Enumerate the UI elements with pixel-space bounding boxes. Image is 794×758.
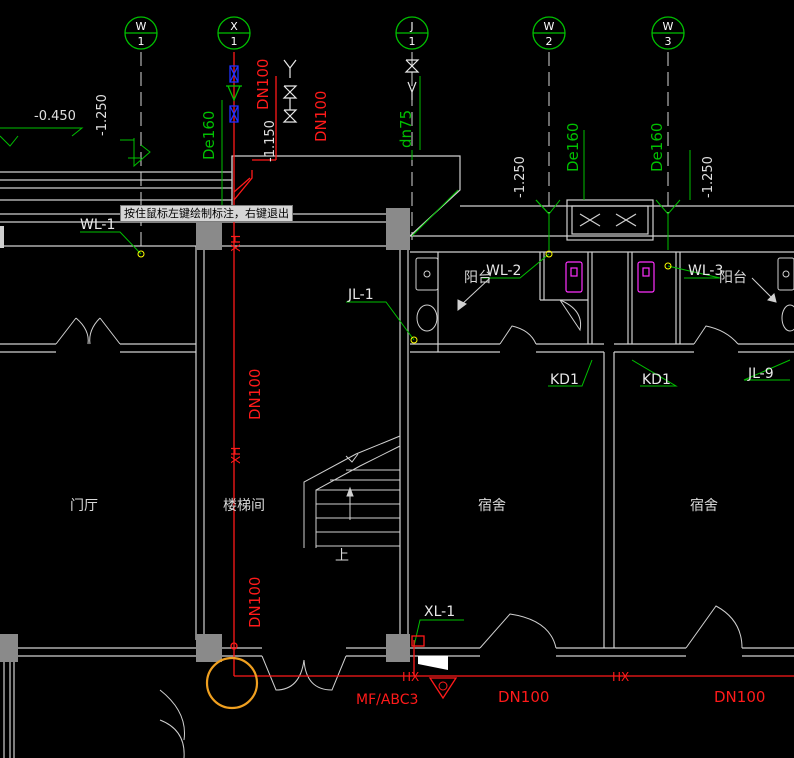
door-lobby-right <box>89 317 121 345</box>
label-elev-0450: -0.450 <box>34 109 76 124</box>
stair <box>303 435 401 548</box>
fire-extinguisher-symbol[interactable] <box>418 656 458 700</box>
label-elev-w2: -1.250 <box>513 156 528 198</box>
toilet-2 <box>637 261 655 293</box>
tag-wl3[interactable]: WL-3 <box>688 263 723 279</box>
axis-j1-top: J <box>409 20 413 33</box>
green-pipe-labels: De160 dn75 De160 De160 <box>200 110 666 172</box>
door-wc1 <box>559 299 582 332</box>
command-tooltip: 按住鼠标左键绘制标注，右键退出 <box>120 205 293 222</box>
basin-fixtures <box>415 257 794 332</box>
door-stair-right <box>303 655 347 691</box>
tag-jl1[interactable]: JL-1 <box>347 287 374 303</box>
axis-w2-bottom: 2 <box>546 35 553 48</box>
valve-symbols-white <box>282 59 420 123</box>
room-names: 门厅 楼梯间 宿舍 宿舍 阳台 阳台 上 <box>70 270 747 564</box>
axis-w3-top: W <box>663 20 674 33</box>
valve-x1-lower[interactable] <box>229 105 239 123</box>
axis-bubbles <box>124 16 685 50</box>
label-dn100-r1: DN100 <box>254 59 272 110</box>
stair-up-mark: 上 <box>335 548 349 564</box>
door-lobby-left <box>55 317 89 345</box>
axis-bubble-x1[interactable] <box>217 16 251 50</box>
label-elev-w1: -1.250 <box>95 94 110 136</box>
axis-x1-bottom: 1 <box>231 35 238 48</box>
axis-j1-bottom: 1 <box>409 35 416 48</box>
room-balcony-1: 阳台 <box>464 270 492 286</box>
label-elev-1150: -1.150 <box>263 120 278 162</box>
axis-bubble-j1[interactable] <box>395 16 429 50</box>
riser-tags: WL-1 WL-2 WL-3 JL-1 JL-9 KD1 KD1 XL-1 <box>80 217 774 620</box>
room-dorm-1: 宿舍 <box>478 497 506 514</box>
room-balcony-2: 阳台 <box>719 270 747 286</box>
label-xh-2: XH <box>229 447 243 464</box>
label-dn100-h2: DN100 <box>714 688 765 706</box>
label-dn75: dn75 <box>397 110 415 148</box>
tag-xl1[interactable]: XL-1 <box>424 604 455 620</box>
room-lobby: 门厅 <box>70 498 98 514</box>
elevation-labels: -1.250 -0.450 -1.150 -1.250 -1.250 <box>34 94 716 198</box>
axis-x1-top: X <box>230 20 238 33</box>
label-de160-w3: De160 <box>648 123 666 172</box>
label-dn100-v2: DN100 <box>246 577 264 628</box>
red-pipe-labels: DN100 DN100 DN100 DN100 DN100 DN100 MF/A… <box>246 59 765 708</box>
axis-bubble-w3[interactable] <box>651 16 685 50</box>
pipe-type-marks: XH XH HX HX <box>229 235 629 684</box>
wl1-riser[interactable] <box>137 250 145 258</box>
drain-arrows <box>457 277 777 311</box>
fire-pipes <box>230 52 794 677</box>
label-de160-w2: De160 <box>564 123 582 172</box>
wl2-riser[interactable] <box>545 250 553 258</box>
sanitary-fixtures <box>565 261 655 293</box>
valve-group-x1 <box>229 65 239 123</box>
highlight-circle[interactable] <box>205 656 259 710</box>
label-hx-1: HX <box>402 670 419 684</box>
label-hx-2: HX <box>612 670 629 684</box>
label-elev-w3: -1.250 <box>701 156 716 198</box>
door-bath1 <box>499 325 537 345</box>
doors <box>55 299 743 758</box>
axis-w1-top: W <box>136 20 147 33</box>
label-xh-1: XH <box>229 235 243 252</box>
axis-w3-bottom: 3 <box>665 35 672 48</box>
tag-wl1[interactable]: WL-1 <box>80 217 115 233</box>
green-leaders <box>0 76 791 647</box>
axis-w1-bottom: 1 <box>138 35 145 48</box>
columns <box>0 208 410 662</box>
door-dorm2 <box>685 605 743 649</box>
tag-jl9[interactable]: JL-9 <box>747 366 774 382</box>
label-dn100-r2: DN100 <box>312 91 330 142</box>
door-stair-left <box>261 655 305 691</box>
walls <box>0 155 794 758</box>
room-stair: 楼梯间 <box>223 498 265 514</box>
axis-bubble-w2[interactable] <box>532 16 566 50</box>
room-dorm-2: 宿舍 <box>690 497 718 514</box>
door-bath2 <box>693 325 739 345</box>
label-dn100-h1: DN100 <box>498 688 549 706</box>
toilet-1 <box>565 261 583 293</box>
tag-kd1-a[interactable]: KD1 <box>550 372 579 388</box>
tag-wl2[interactable]: WL-2 <box>486 263 521 279</box>
label-mf-abc3: MF/ABC3 <box>356 692 418 708</box>
door-dorm1 <box>479 613 557 649</box>
label-de160-left: De160 <box>200 111 218 160</box>
axis-bubble-w1[interactable] <box>124 16 158 50</box>
wl3-riser[interactable] <box>664 262 672 270</box>
valve-x1-upper[interactable] <box>229 65 239 83</box>
axis-w2-top: W <box>544 20 555 33</box>
tag-kd1-b[interactable]: KD1 <box>642 372 671 388</box>
axis-bubble-text: W 1 X 1 J 1 W 2 W 3 <box>136 20 674 48</box>
label-dn100-v1: DN100 <box>246 369 264 420</box>
door-exterior <box>159 689 185 758</box>
jl1-riser[interactable] <box>410 336 418 344</box>
check-valve-x1 <box>226 85 242 102</box>
green-markers <box>137 250 672 344</box>
